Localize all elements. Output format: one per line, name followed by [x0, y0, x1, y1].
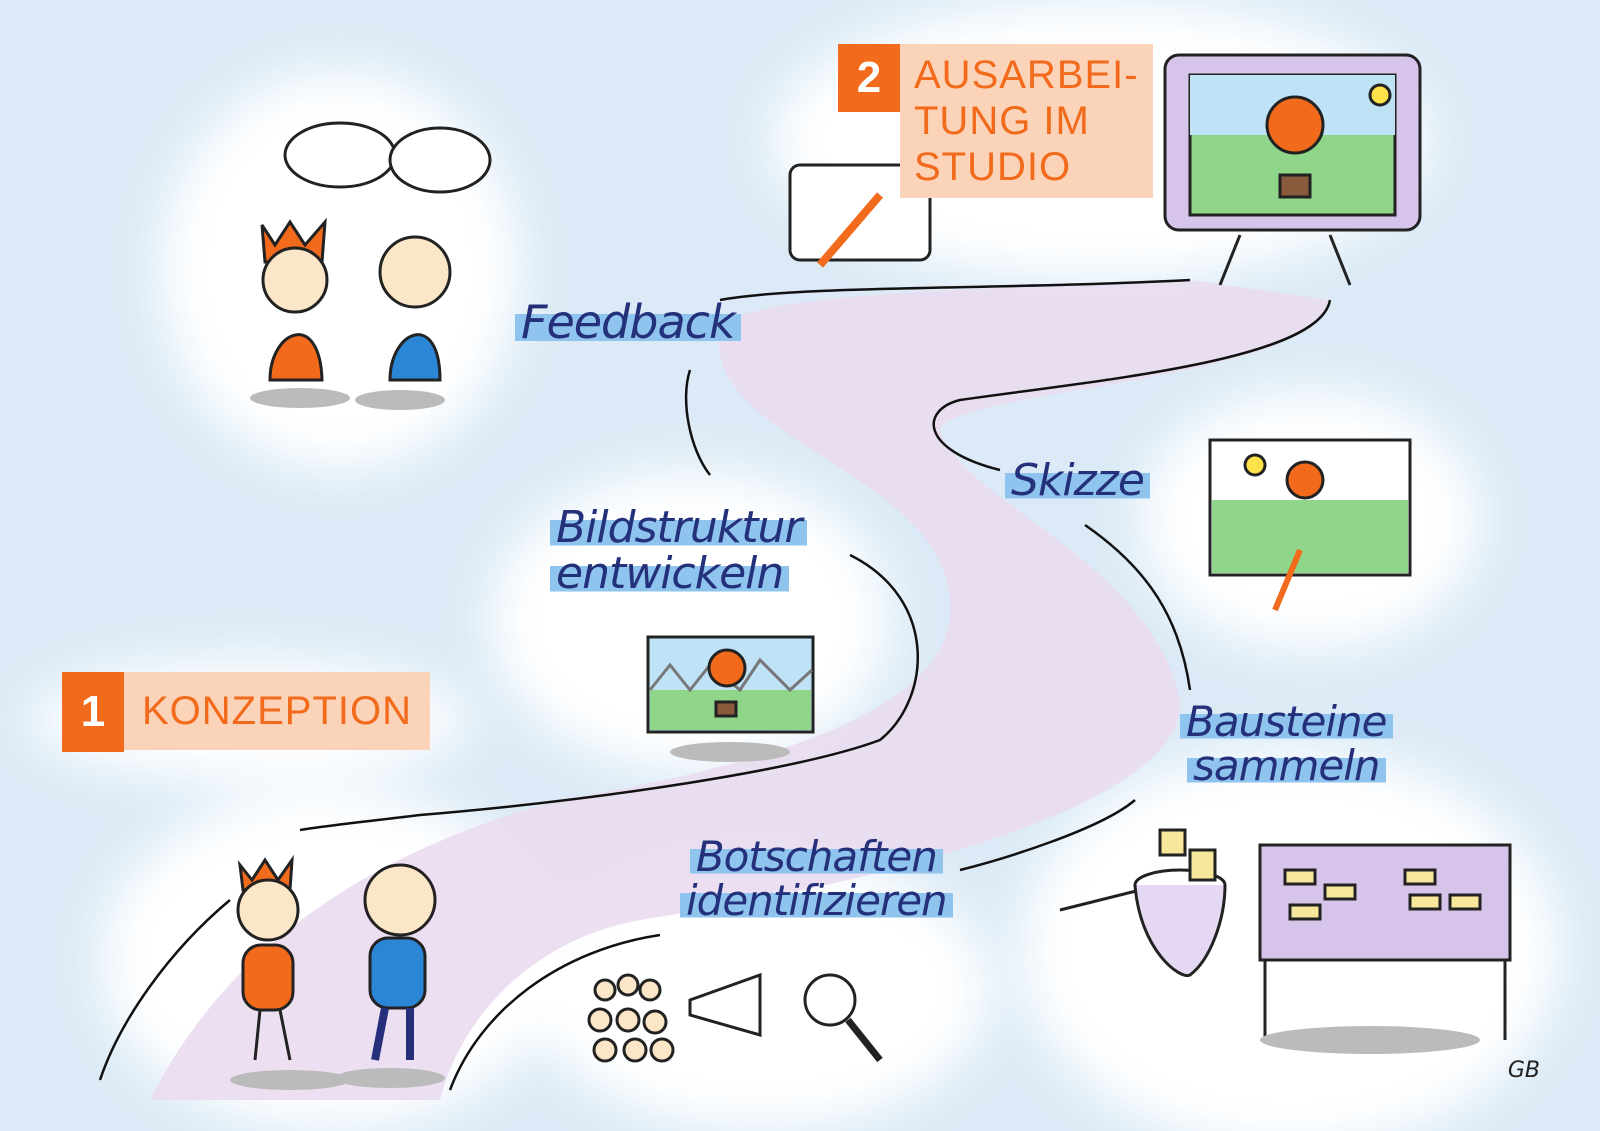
step-label: Bausteine [1180, 697, 1393, 746]
phase-title-line: TUNG IM [914, 99, 1090, 143]
sketchbook-icon [1208, 438, 1412, 612]
people-handshake-icon [230, 854, 445, 1090]
phase-title-line: AUSARBEI- [914, 53, 1139, 97]
speech-bubbles-icon [283, 121, 492, 194]
artist-signature: GB [1507, 1058, 1540, 1083]
phase-number: 1 [62, 672, 124, 752]
audience-megaphone-magnifier-icon [587, 972, 883, 1063]
tablet-drawing-icon [788, 163, 932, 268]
road [150, 280, 1330, 1100]
people-talking-icon [250, 217, 452, 410]
balloon-picture-icon [646, 635, 815, 762]
phase-title: AUSARBEI- TUNG IM STUDIO [900, 44, 1153, 198]
phase-title-line: STUDIO [914, 145, 1072, 189]
net-and-pinboard-icon [1059, 828, 1512, 1054]
step-label: entwickeln [550, 548, 790, 600]
step-label: Feedback [515, 295, 741, 349]
step-label: Bildstruktur [550, 502, 808, 553]
phase-2-heading: 2 AUSARBEI- TUNG IM STUDIO [838, 44, 1153, 198]
phase-number: 2 [838, 44, 900, 112]
step-skizze: Skizze [1005, 455, 1150, 506]
step-label: Skizze [1005, 455, 1150, 506]
easel-painting-icon [1163, 53, 1422, 286]
step-bildstruktur: Bildstruktur entwickeln [550, 502, 808, 600]
step-botschaften: Botschaften identifizieren [680, 832, 953, 926]
step-label: Botschaften [689, 832, 943, 881]
phase-title: KONZEPTION [124, 672, 431, 750]
step-bausteine: Bausteine sammeln [1180, 697, 1393, 791]
phase-1-heading: 1 KONZEPTION [62, 672, 431, 752]
step-label: identifizieren [680, 876, 953, 926]
step-feedback: Feedback [515, 295, 741, 349]
step-label: sammeln [1186, 741, 1386, 791]
